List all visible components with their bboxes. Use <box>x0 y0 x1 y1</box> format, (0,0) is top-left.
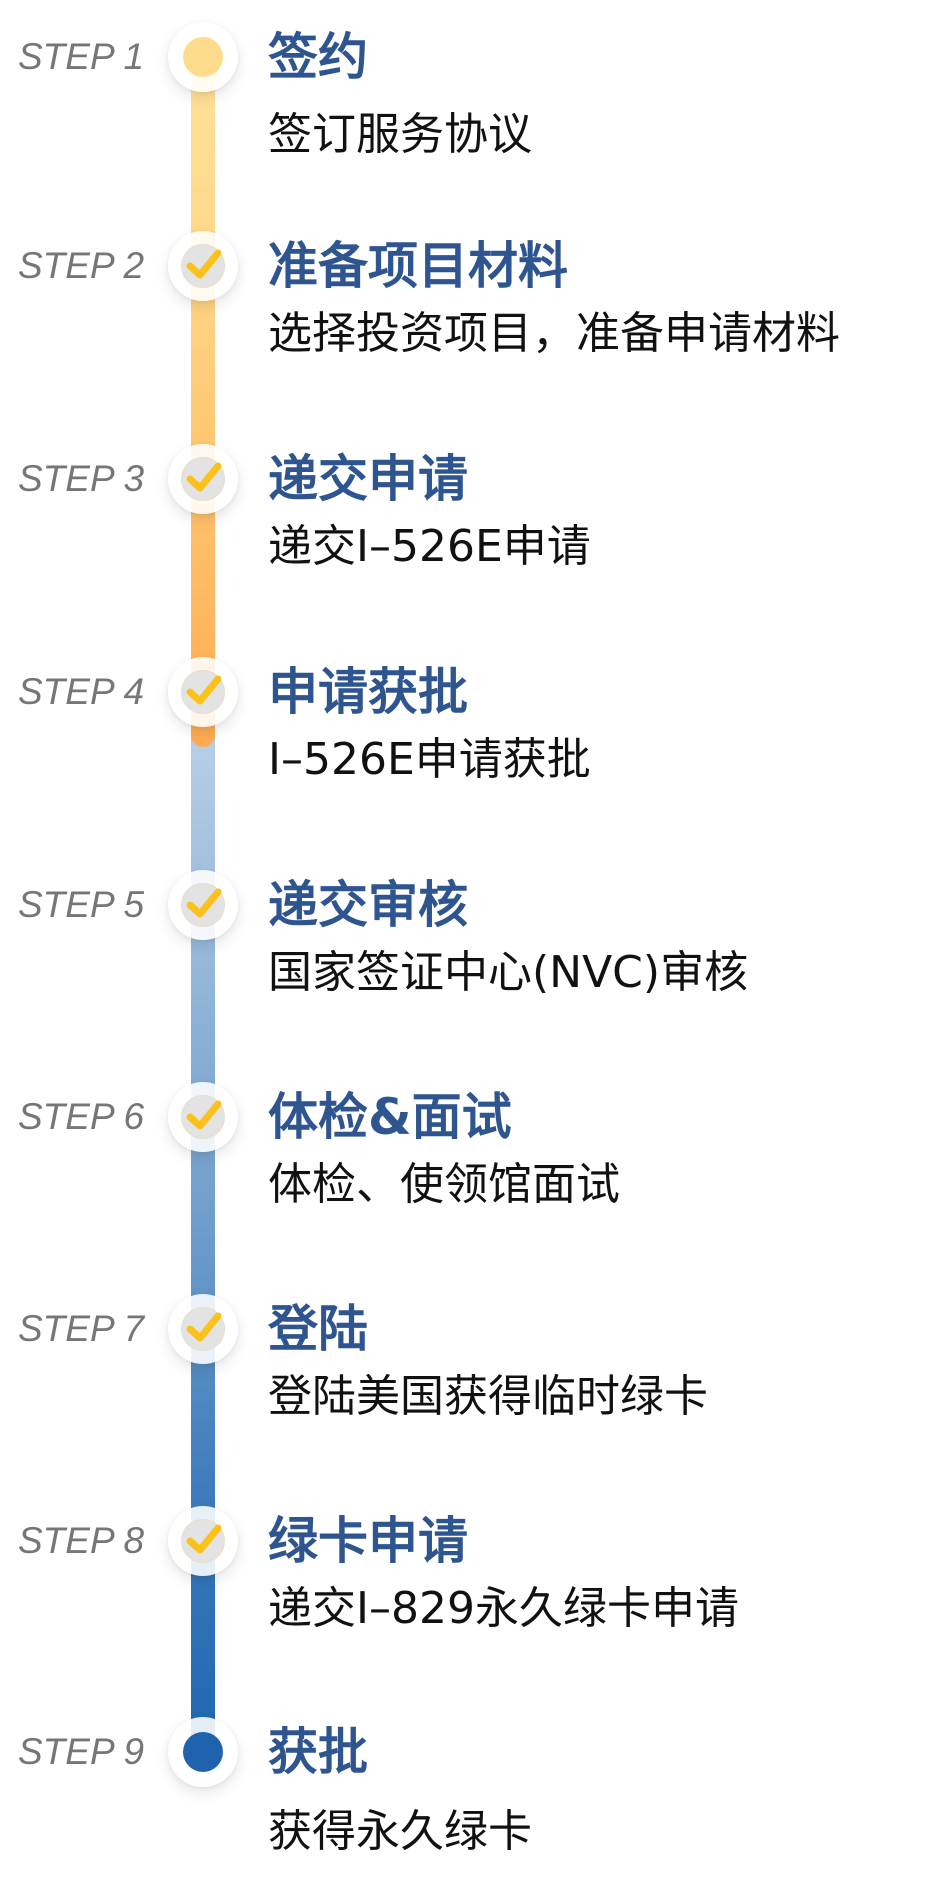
timeline-step: STEP 9 获批 获得永久绿卡 <box>0 1717 951 1902</box>
step-label: STEP 6 <box>18 1096 145 1137</box>
step-label: STEP 4 <box>18 671 145 712</box>
step-description: 递交I–829永久绿卡申请 <box>268 1583 739 1634</box>
step-title: 递交审核 <box>268 876 468 934</box>
step-description: 获得永久绿卡 <box>268 1806 532 1857</box>
checkmark-icon <box>186 249 222 279</box>
step-description: I–526E申请获批 <box>268 734 591 785</box>
step-title: 递交申请 <box>268 450 468 508</box>
step-description: 登陆美国获得临时绿卡 <box>268 1371 708 1422</box>
step-label: STEP 5 <box>18 884 145 925</box>
step-label: STEP 9 <box>18 1731 145 1772</box>
checkmark-icon <box>186 675 222 705</box>
timeline-step: STEP 5 递交审核 国家签证中心(NVC)审核 <box>0 870 951 1055</box>
step-description: 选择投资项目，准备申请材料 <box>268 308 840 359</box>
checkmark-icon <box>186 888 222 918</box>
step-node <box>168 1717 238 1787</box>
step-node <box>168 657 238 727</box>
step-title: 签约 <box>268 28 368 86</box>
step-node <box>168 1506 238 1576</box>
step-label: STEP 3 <box>18 458 145 499</box>
timeline-step: STEP 3 递交申请 递交I–526E申请 <box>0 444 951 629</box>
step-node <box>168 444 238 514</box>
timeline-step: STEP 1 签约 签订服务协议 <box>0 22 951 207</box>
checkmark-icon <box>186 1100 222 1130</box>
step-node <box>168 870 238 940</box>
checkmark-icon <box>186 1524 222 1554</box>
step-label: STEP 1 <box>18 36 145 77</box>
timeline-step: STEP 7 登陆 登陆美国获得临时绿卡 <box>0 1294 951 1479</box>
start-dot-icon <box>183 37 223 77</box>
checkmark-icon <box>186 1312 222 1342</box>
timeline-line-cool <box>191 700 215 1752</box>
step-description: 签订服务协议 <box>268 109 532 160</box>
step-node <box>168 1082 238 1152</box>
step-title: 登陆 <box>268 1300 368 1358</box>
step-title: 体检&面试 <box>268 1088 512 1146</box>
step-description: 国家签证中心(NVC)审核 <box>268 947 749 998</box>
timeline-line-warm <box>191 57 215 747</box>
step-title: 绿卡申请 <box>268 1512 468 1570</box>
step-node <box>168 1294 238 1364</box>
step-title: 获批 <box>268 1723 368 1781</box>
checkmark-icon <box>186 462 222 492</box>
step-label: STEP 7 <box>18 1308 145 1349</box>
timeline-step: STEP 6 体检&面试 体检、使领馆面试 <box>0 1082 951 1267</box>
step-node <box>168 231 238 301</box>
step-description: 递交I–526E申请 <box>268 521 591 572</box>
step-label: STEP 2 <box>18 245 145 286</box>
timeline-step: STEP 4 申请获批 I–526E申请获批 <box>0 657 951 842</box>
step-description: 体检、使领馆面试 <box>268 1159 620 1210</box>
step-title: 申请获批 <box>268 663 468 721</box>
step-node <box>168 22 238 92</box>
end-dot-icon <box>183 1732 223 1772</box>
timeline-step: STEP 2 准备项目材料 选择投资项目，准备申请材料 <box>0 231 951 416</box>
step-label: STEP 8 <box>18 1520 145 1561</box>
timeline-step: STEP 8 绿卡申请 递交I–829永久绿卡申请 <box>0 1506 951 1691</box>
step-title: 准备项目材料 <box>268 237 568 295</box>
